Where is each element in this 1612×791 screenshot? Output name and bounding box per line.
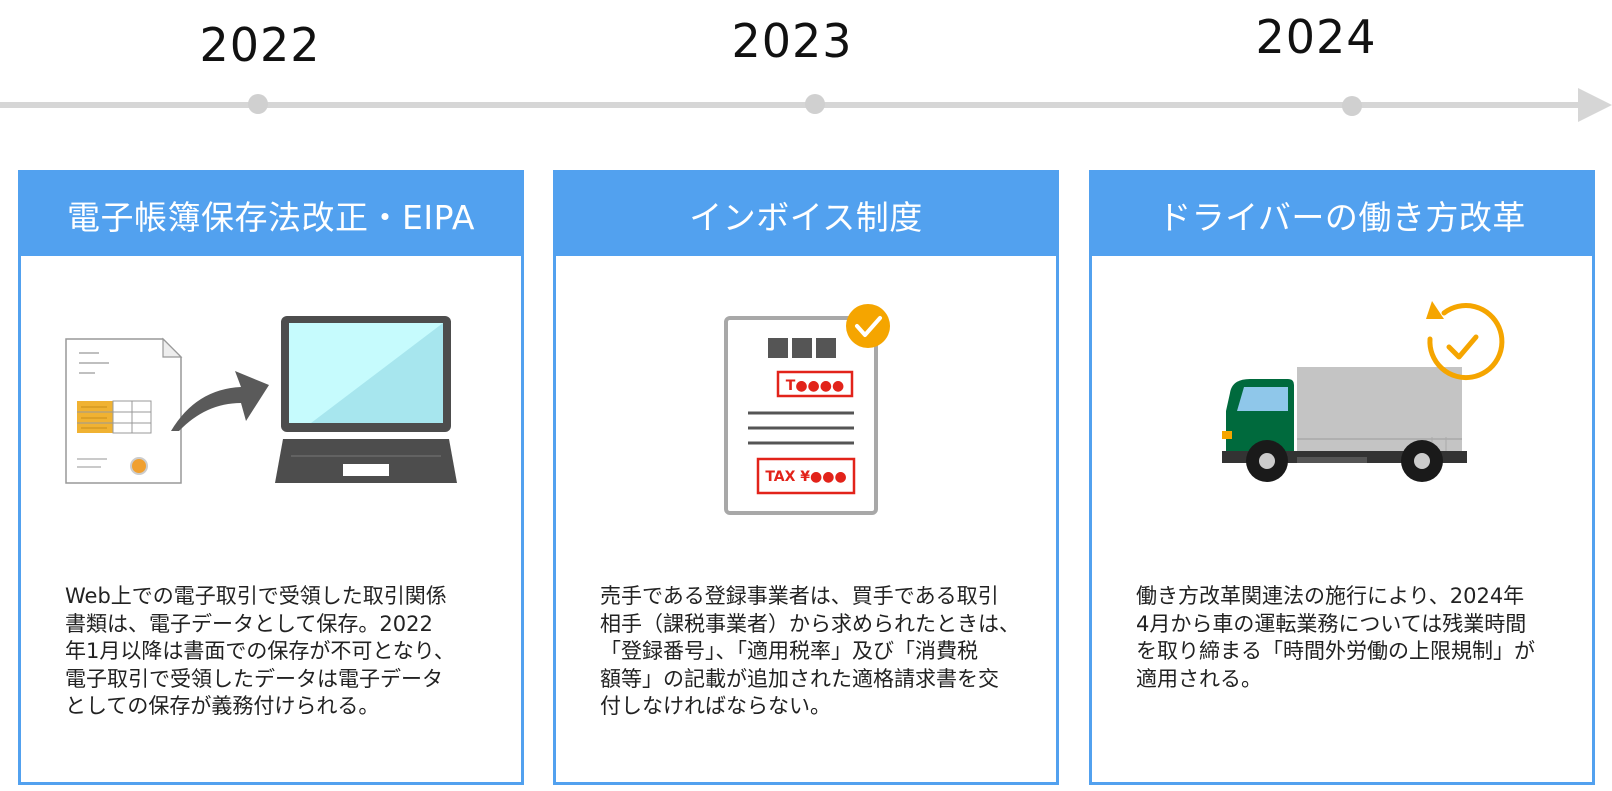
invoice-icon bbox=[724, 316, 878, 515]
timeline-dot-2022 bbox=[248, 94, 268, 114]
truck-clock-illustration bbox=[1222, 301, 1505, 482]
document-icon bbox=[65, 337, 183, 484]
card-ebook-law: 電子帳簿保存法改正・EIPA bbox=[18, 170, 524, 785]
card-description: 働き方改革関連法の施行により、2024年 4月から車の運転業務については残業時間… bbox=[1136, 584, 1535, 691]
year-2022: 2022 bbox=[199, 18, 321, 72]
check-icon bbox=[846, 304, 890, 348]
timeline-arrowhead bbox=[1578, 88, 1612, 122]
truck-icon bbox=[1222, 367, 1467, 482]
invoice-tax-label: TAX ¥●●● bbox=[765, 469, 846, 485]
timeline bbox=[0, 88, 1612, 122]
invoice-illustration: T●●●● TAX ¥●●● bbox=[724, 304, 890, 515]
timeline-dot-2024 bbox=[1342, 96, 1362, 116]
card-invoice-system: インボイス制度 T●●●● TAX ¥●●● 売手である登録事業者は、買手である… bbox=[553, 170, 1059, 785]
arrow-icon bbox=[171, 371, 269, 431]
card-title: ドライバーの働き方改革 bbox=[1092, 173, 1592, 256]
card-title: インボイス制度 bbox=[556, 173, 1056, 256]
invoice-registration-label: T●●●● bbox=[786, 378, 844, 394]
year-2024: 2024 bbox=[1255, 10, 1377, 64]
clock-icon bbox=[1426, 301, 1505, 381]
laptop-icon bbox=[275, 316, 457, 483]
card-driver-work-reform: ドライバーの働き方改革 働き方改革関連法の施行により、2024年 bbox=[1089, 170, 1595, 785]
document-to-laptop-illustration bbox=[65, 316, 457, 484]
year-2023: 2023 bbox=[731, 14, 853, 68]
card-description: 売手である登録事業者は、買手である取引 相手（課税事業者）から求められたときは、… bbox=[600, 584, 1020, 718]
card-description: Web上での電子取引で受領した取引関係 書類は、電子データとして保存。2022 … bbox=[65, 584, 455, 718]
timeline-dot-2023 bbox=[805, 94, 825, 114]
card-title: 電子帳簿保存法改正・EIPA bbox=[21, 173, 521, 256]
